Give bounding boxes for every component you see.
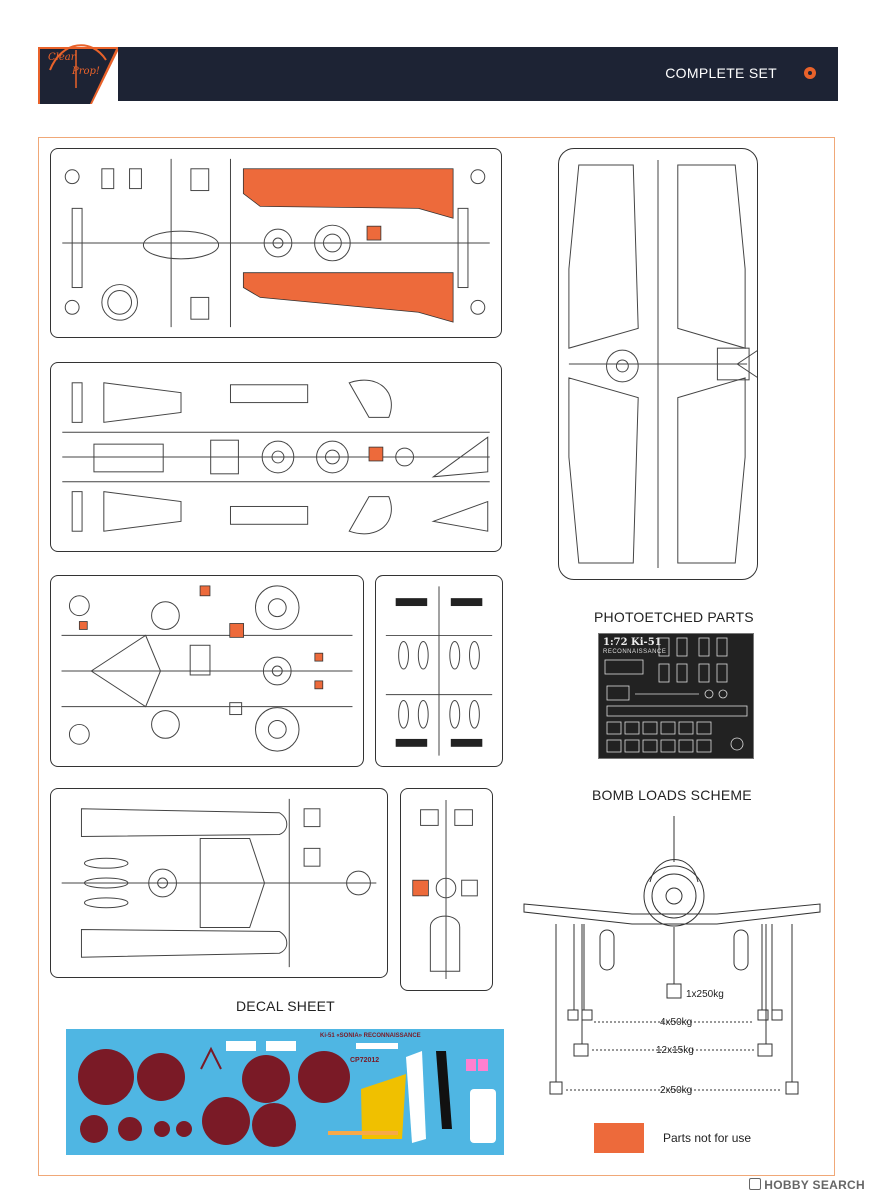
pe-title: 1:72 Ki-51 [603,637,662,648]
watermark-text: HOBBY SEARCH [764,1178,865,1192]
header-bar [118,47,838,101]
photoetched-fret: 1:72 Ki-51 RECONNAISSANCE [598,633,754,759]
pe-parts-drawing [604,637,748,753]
svg-text:Clear: Clear [48,52,77,63]
watermark: HOBBY SEARCH [749,1178,865,1192]
sprue-f-drawing [412,799,478,980]
decal-sheet: Ki-51 «SONIA» RECONNAISSANCE CP72012 [66,1029,504,1155]
wing-drawing [568,160,757,568]
page-header: Clear Prop! COMPLETE SET [0,0,875,104]
sprue-b-drawing [62,379,490,535]
decal-title: Ki-51 «SONIA» RECONNAISSANCE [320,1033,421,1039]
decal-code: CP72012 [350,1057,380,1064]
bomb-loads-title: BOMB LOADS SCHEME [592,787,752,803]
header-wedge [38,47,120,104]
sprue-e [50,788,388,978]
photoetched-title: PHOTOETCHED PARTS [594,609,754,625]
legend-label: Parts not for use [663,1131,752,1145]
sprue-a-drawing [62,158,490,328]
sprue-c-drawing [61,585,353,752]
pe-subtitle: RECONNAISSANCE [603,649,667,655]
bomb-loads-diagram [523,816,821,1095]
sprue-c [50,575,364,767]
legend-swatch [594,1123,644,1153]
wing-sprue [558,148,758,580]
bomb-load-1: 1x250kg [686,989,724,1000]
bomb-load-3: 12x15kg [656,1045,694,1056]
bomb-load-2: 4x50kg [660,1017,693,1028]
sprue-a [50,148,502,338]
hobby-search-icon [749,1178,762,1190]
svg-text:Prop!: Prop! [71,66,100,77]
decal-sheet-title: DECAL SHEET [236,998,335,1014]
sprue-e-drawing [61,798,377,968]
set-title: COMPLETE SET [665,65,777,81]
content-frame [38,137,835,1176]
sprue-d-drawing [385,586,493,756]
sprue-d [375,575,503,767]
decal-artwork [78,1041,496,1147]
header-dot-icon [804,67,816,79]
sprue-b [50,362,502,552]
sprue-f [400,788,493,991]
brand-logo: Clear Prop! [48,44,107,88]
bomb-load-4: 2x50kg [660,1085,693,1096]
